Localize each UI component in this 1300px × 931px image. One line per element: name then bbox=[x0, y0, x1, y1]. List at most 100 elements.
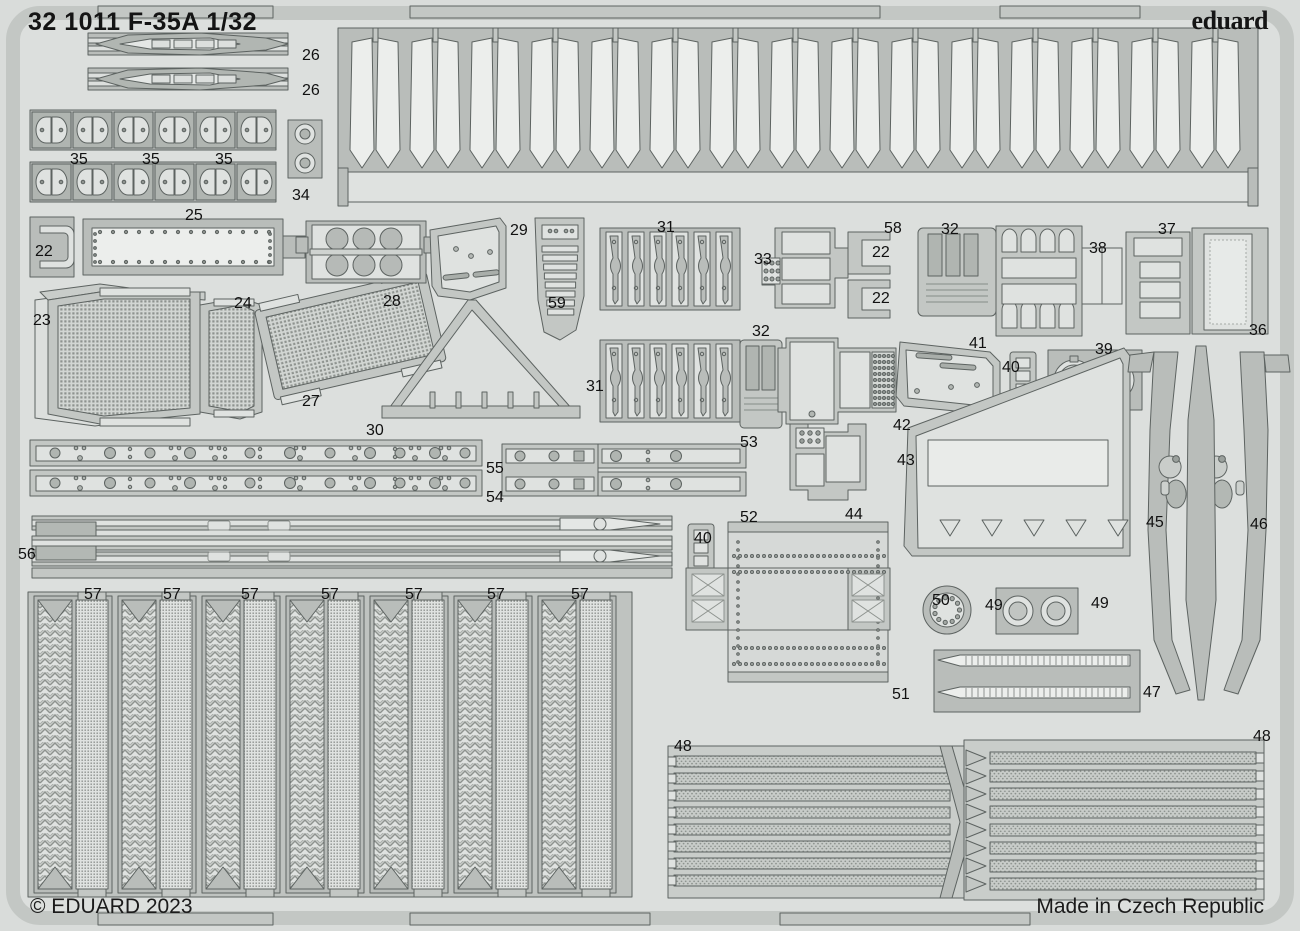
part-number-label: 49 bbox=[985, 597, 1003, 614]
part-36-riveted-plate bbox=[1191, 227, 1269, 335]
part-42-perforated-box bbox=[777, 337, 897, 425]
part-number-label: 23 bbox=[33, 312, 51, 329]
frame-tabs bbox=[97, 5, 1141, 926]
part-number-label: 48 bbox=[674, 738, 692, 755]
part-number-label: 22 bbox=[872, 290, 890, 307]
part-number-label: 40 bbox=[1002, 359, 1020, 376]
part-number-label: 22 bbox=[872, 244, 890, 261]
part-27-angled-mesh-panel bbox=[254, 266, 447, 406]
part-number-label: 41 bbox=[969, 335, 987, 352]
country-of-origin: Made in Czech Republic bbox=[1036, 895, 1264, 918]
part-number-label: 38 bbox=[1089, 240, 1107, 257]
part-number-label: 56 bbox=[18, 546, 36, 563]
part-31-actuator-links-lower bbox=[599, 339, 741, 423]
part-number-label: 49 bbox=[1091, 595, 1109, 612]
part-number-label: 32 bbox=[752, 323, 770, 340]
part-number-label: 44 bbox=[845, 506, 863, 523]
part-number-label: 48 bbox=[1253, 728, 1271, 745]
part-number-label: 25 bbox=[185, 207, 203, 224]
part-47-pointed-rail-pair bbox=[933, 649, 1141, 713]
part-35-hinge-rows bbox=[29, 109, 277, 203]
part-52-dotted-rail bbox=[595, 471, 747, 497]
page-title: 32 1011 F-35A 1/32 bbox=[28, 8, 258, 36]
part-59-ladder-step-panel bbox=[534, 217, 585, 341]
part-number-label: 27 bbox=[302, 393, 320, 410]
part-number-label: 58 bbox=[884, 220, 902, 237]
part-30-triangular-frame bbox=[381, 299, 581, 419]
part-number-label: 53 bbox=[740, 434, 758, 451]
part-number-label: 24 bbox=[234, 295, 252, 312]
part-number-label: 55 bbox=[486, 460, 504, 477]
part-number-label: 52 bbox=[740, 509, 758, 526]
part-number-label: 57 bbox=[571, 586, 589, 603]
part-number-label: 47 bbox=[1143, 684, 1161, 701]
part-37-tri-slot-box bbox=[1125, 231, 1191, 335]
part-33-instrument-box bbox=[761, 227, 849, 309]
part-28-six-port-panel bbox=[295, 220, 439, 284]
part-26-spine-strips bbox=[87, 32, 289, 91]
part-48-mesh-strip-center bbox=[667, 745, 975, 899]
part-number-label: 33 bbox=[754, 251, 772, 268]
part-number-label: 57 bbox=[487, 586, 505, 603]
part-57-chevron-mesh-block bbox=[27, 591, 633, 898]
part-number-label: 54 bbox=[486, 489, 504, 506]
part-43-weapons-bay-door bbox=[903, 347, 1131, 557]
part-24-medium-mesh-grille bbox=[199, 297, 263, 420]
part-number-label: 32 bbox=[941, 221, 959, 238]
part-41-wedge-door bbox=[895, 341, 1001, 415]
part-50-bolt-circle-ring bbox=[922, 585, 972, 635]
part-number-label: 57 bbox=[321, 586, 339, 603]
part-number-label: 31 bbox=[657, 219, 675, 236]
part-number-label: 57 bbox=[405, 586, 423, 603]
part-number-label: 34 bbox=[292, 187, 310, 204]
part-number-label: 29 bbox=[510, 222, 528, 239]
part-number-label: 57 bbox=[84, 586, 102, 603]
part-32-boxed-bay-lower bbox=[739, 339, 783, 429]
part-number-label: 42 bbox=[893, 417, 911, 434]
part-44-cruciform-box bbox=[789, 423, 867, 501]
part-29-trapezoid-door bbox=[429, 217, 507, 301]
part-number-label: 45 bbox=[1146, 514, 1164, 531]
part-45-tail-fairing-left bbox=[1127, 351, 1191, 695]
part-23-large-mesh-grille bbox=[34, 283, 206, 427]
brand-logo: eduard bbox=[1191, 6, 1269, 35]
part-31-actuator-links-upper bbox=[599, 227, 741, 311]
part-number-label: 50 bbox=[932, 592, 950, 609]
part-49-ring-fitting-pair bbox=[995, 587, 1079, 635]
part-number-label: 26 bbox=[302, 47, 320, 64]
part-number-label: 35 bbox=[70, 151, 88, 168]
part-number-label: 57 bbox=[241, 586, 259, 603]
part-number-label: 28 bbox=[383, 293, 401, 310]
part-53-dotted-rail bbox=[595, 443, 747, 469]
part-45-46-center-spine bbox=[1185, 345, 1217, 701]
part-54-long-dotted-rail bbox=[29, 469, 483, 497]
part-34-discs bbox=[287, 119, 323, 179]
part-55-long-dotted-rail bbox=[29, 439, 483, 467]
part-46-tail-fairing-right bbox=[1204, 351, 1291, 695]
part-number-label: 46 bbox=[1250, 516, 1268, 533]
part-number-label: 57 bbox=[163, 586, 181, 603]
part-56-missile-rails bbox=[31, 515, 673, 579]
lift-fan-vane-array bbox=[337, 27, 1259, 207]
part-number-label: 37 bbox=[1158, 221, 1176, 238]
part-51-riveted-bay-floor bbox=[685, 521, 891, 683]
part-number-label: 51 bbox=[892, 686, 910, 703]
part-number-label: 35 bbox=[215, 151, 233, 168]
part-number-label: 36 bbox=[1249, 322, 1267, 339]
part-48-mesh-strip-right bbox=[963, 739, 1265, 901]
part-number-label: 43 bbox=[897, 452, 915, 469]
part-38-arched-cell-panel bbox=[995, 225, 1123, 337]
part-32-boxed-bay-upper bbox=[917, 227, 997, 317]
part-number-label: 35 bbox=[142, 151, 160, 168]
part-number-label: 30 bbox=[366, 422, 384, 439]
part-25-long-bay-frame bbox=[82, 218, 306, 276]
part-22-c-bracket bbox=[29, 216, 75, 278]
part-number-label: 22 bbox=[35, 243, 53, 260]
part-22-s-brackets bbox=[847, 231, 891, 319]
part-number-label: 40 bbox=[694, 530, 712, 547]
part-number-label: 26 bbox=[302, 82, 320, 99]
part-number-label: 59 bbox=[548, 295, 566, 312]
copyright-notice: © EDUARD 2023 bbox=[30, 895, 193, 918]
